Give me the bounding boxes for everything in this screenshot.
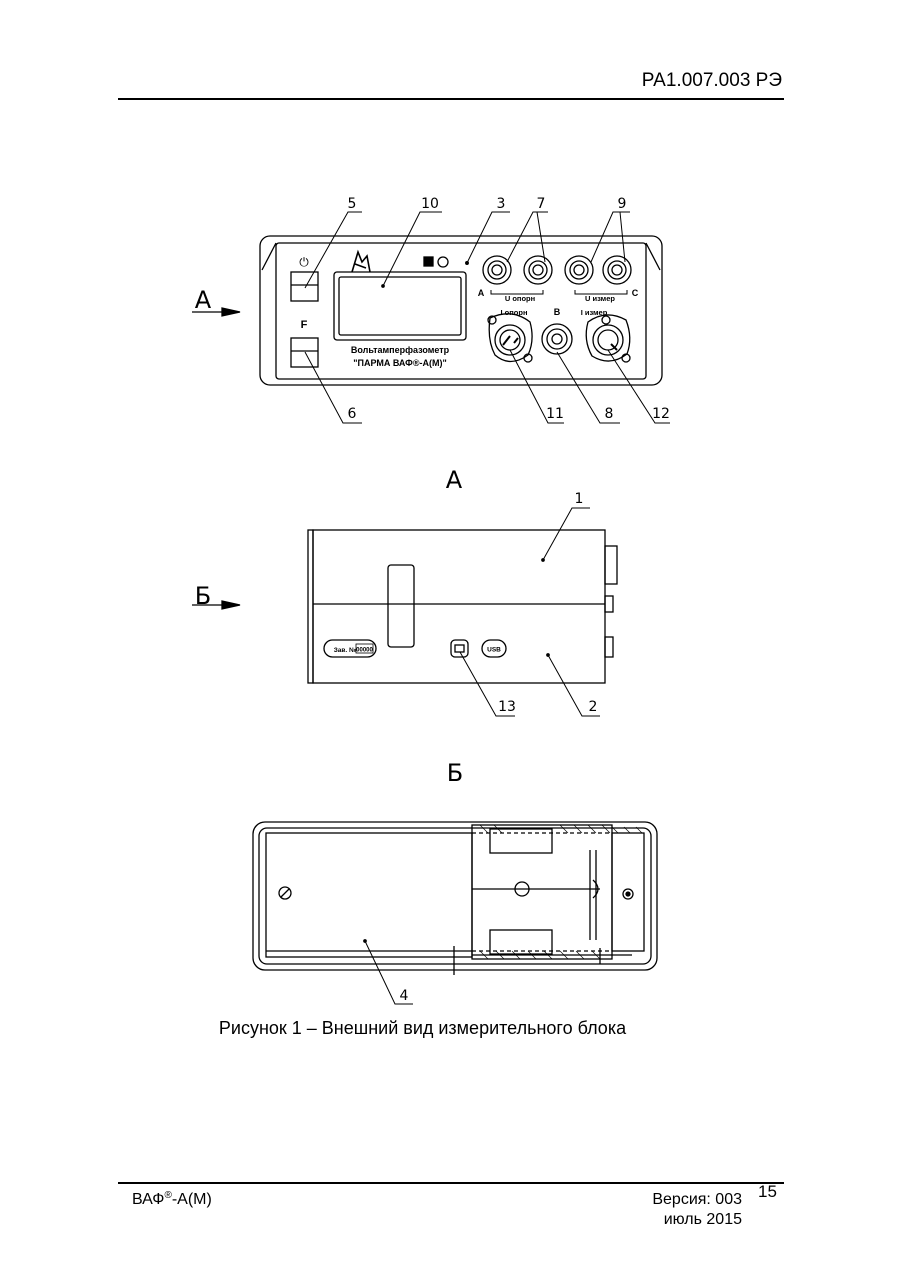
approval-mark-icon: [437, 256, 449, 268]
voltage-jack-b: [541, 323, 573, 355]
serial-plate: Зав. № 00000: [323, 639, 377, 658]
document-code: РА1.007.003 РЭ: [641, 70, 782, 91]
bottom-view: 4: [252, 821, 658, 1005]
version-text: Версия: 003: [652, 1191, 742, 1208]
clip-slot: [387, 564, 415, 648]
lcd-display: [333, 271, 467, 341]
serial-number: 00000: [356, 648, 373, 654]
usb-badge: [481, 639, 507, 658]
callout-9: 9: [618, 196, 627, 212]
front-leaders: [304, 211, 670, 424]
u-meas-label: U измер: [585, 294, 615, 303]
view-b-arrow-label: Б: [195, 582, 211, 610]
screw-icon: [278, 886, 292, 900]
callout-5: 5: [348, 196, 357, 212]
callout-8: 8: [605, 406, 614, 422]
callout-7: 7: [537, 196, 546, 212]
serial-label: Зав. №: [334, 647, 357, 654]
view-a-title: А: [446, 466, 463, 494]
header-rule: [118, 98, 784, 100]
parma-logo-icon: [351, 249, 371, 273]
page-number: 15: [758, 1182, 777, 1201]
current-connector-meas: [585, 314, 631, 363]
view-b-title: Б: [447, 759, 463, 787]
power-icon: ⏻: [299, 255, 309, 269]
phase-c-label: С: [632, 288, 639, 298]
voltage-jack-u-meas: [564, 255, 594, 285]
side-view: Зав. № 00000 USB Б 1 2 13: [192, 491, 618, 717]
voltage-jack-a: [482, 255, 512, 285]
callout-10: 10: [421, 196, 439, 212]
side-leaders: [459, 507, 600, 717]
certification-mark-icon: [423, 256, 434, 267]
current-connector-ref: [487, 313, 533, 363]
callout-11: 11: [546, 406, 564, 422]
usb-label: USB: [487, 647, 501, 654]
hatching: [479, 824, 643, 960]
callout-4: 4: [400, 988, 409, 1004]
function-key-label: F: [301, 319, 308, 331]
date-text: июль 2015: [663, 1211, 742, 1228]
callout-1: 1: [575, 491, 584, 507]
phase-b-label: B: [554, 307, 561, 317]
callout-12: 12: [652, 406, 670, 422]
function-button: F: [290, 319, 319, 368]
footer-version-block: Версия: 003 июль 2015: [600, 1190, 742, 1230]
u-ref-label: U опорн: [505, 294, 535, 303]
callout-6: 6: [348, 406, 357, 422]
usb-port: [450, 639, 469, 658]
power-button: ⏻: [290, 255, 319, 302]
registered-mark: ®: [164, 1190, 172, 1201]
i-meas-label: I измер: [581, 308, 608, 317]
product-name: ВАФ: [132, 1191, 165, 1208]
voltage-jack-u-ref: [523, 255, 553, 285]
i-ref-label: I опорн: [501, 308, 528, 317]
voltage-jack-c: [602, 255, 632, 285]
footer-rule: [118, 1182, 784, 1184]
callout-3: 3: [497, 196, 506, 212]
device-name-line2: "ПАРМА ВАФ®-А(М)": [353, 358, 447, 368]
footer-product: ВАФ®-А(М): [132, 1190, 212, 1209]
callout-2: 2: [589, 699, 598, 715]
device-name-line1: Вольтамперфазометр: [351, 345, 450, 355]
view-a-arrow-label: А: [195, 286, 212, 314]
figure-caption: Рисунок 1 – Внешний вид измерительного б…: [218, 1018, 627, 1038]
callout-13: 13: [498, 699, 516, 715]
front-view: ⏻ F Вольтамперфазометр "ПАРМА ВАФ®-А(М)": [192, 196, 670, 424]
product-suffix: -А(М): [171, 1191, 212, 1208]
phase-a-label: А: [478, 288, 485, 298]
